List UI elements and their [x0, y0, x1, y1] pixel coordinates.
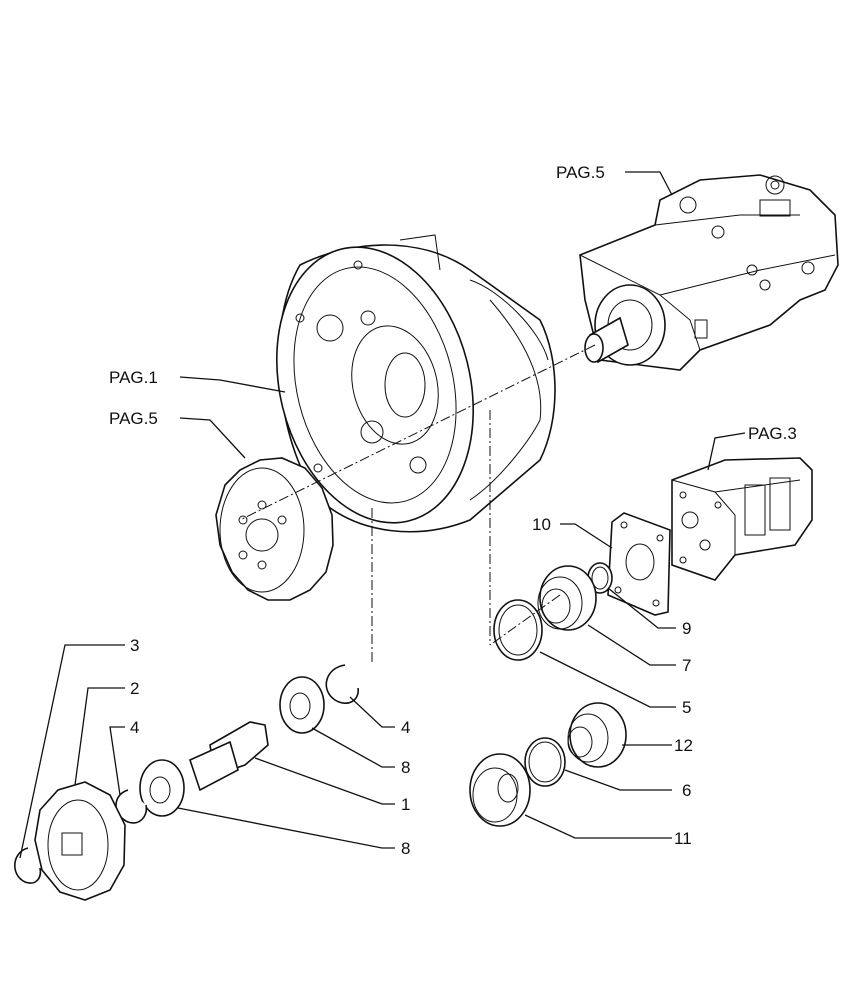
circlip-3: [14, 847, 42, 884]
leader-lines: [19, 171, 746, 859]
label-4-right: 4: [401, 718, 410, 737]
bearing-8-top: [279, 676, 325, 734]
label-pag5-top: PAG.5: [556, 163, 605, 182]
label-3: 3: [130, 636, 139, 655]
circlip-4-right: [325, 664, 359, 704]
o-ring-5: [493, 599, 543, 661]
label-pag5-left: PAG.5: [109, 409, 158, 428]
label-1: 1: [401, 795, 410, 814]
label-2: 2: [130, 679, 139, 698]
label-9: 9: [682, 619, 691, 638]
label-4-left: 4: [130, 718, 139, 737]
circlip-4-left: [115, 789, 148, 824]
seal-11: [469, 753, 531, 827]
shaft-1: [189, 721, 269, 792]
hydraulic-motor-top: [579, 174, 839, 371]
seal-12: [567, 702, 627, 768]
gear-pump: [671, 457, 813, 581]
callout-labels: PAG.5 PAG.1 PAG.5 PAG.3 10 9 7 5 12 6 11…: [109, 163, 797, 858]
label-5: 5: [682, 698, 691, 717]
label-8-bottom: 8: [401, 839, 410, 858]
flange-plate: [607, 512, 671, 616]
label-8-top: 8: [401, 758, 410, 777]
main-housing: [275, 234, 556, 533]
gear-2: [34, 781, 126, 901]
label-pag3: PAG.3: [748, 424, 797, 443]
seal-7: [537, 565, 597, 631]
center-lines: [239, 344, 596, 665]
label-10: 10: [532, 515, 551, 534]
gear-wheel: [215, 457, 334, 601]
label-7: 7: [682, 656, 691, 675]
label-6: 6: [682, 781, 691, 800]
bearing-8-bottom: [139, 759, 185, 817]
label-pag1: PAG.1: [109, 368, 158, 387]
o-ring-6: [524, 737, 566, 787]
label-11: 11: [674, 829, 692, 848]
label-12: 12: [674, 736, 693, 755]
